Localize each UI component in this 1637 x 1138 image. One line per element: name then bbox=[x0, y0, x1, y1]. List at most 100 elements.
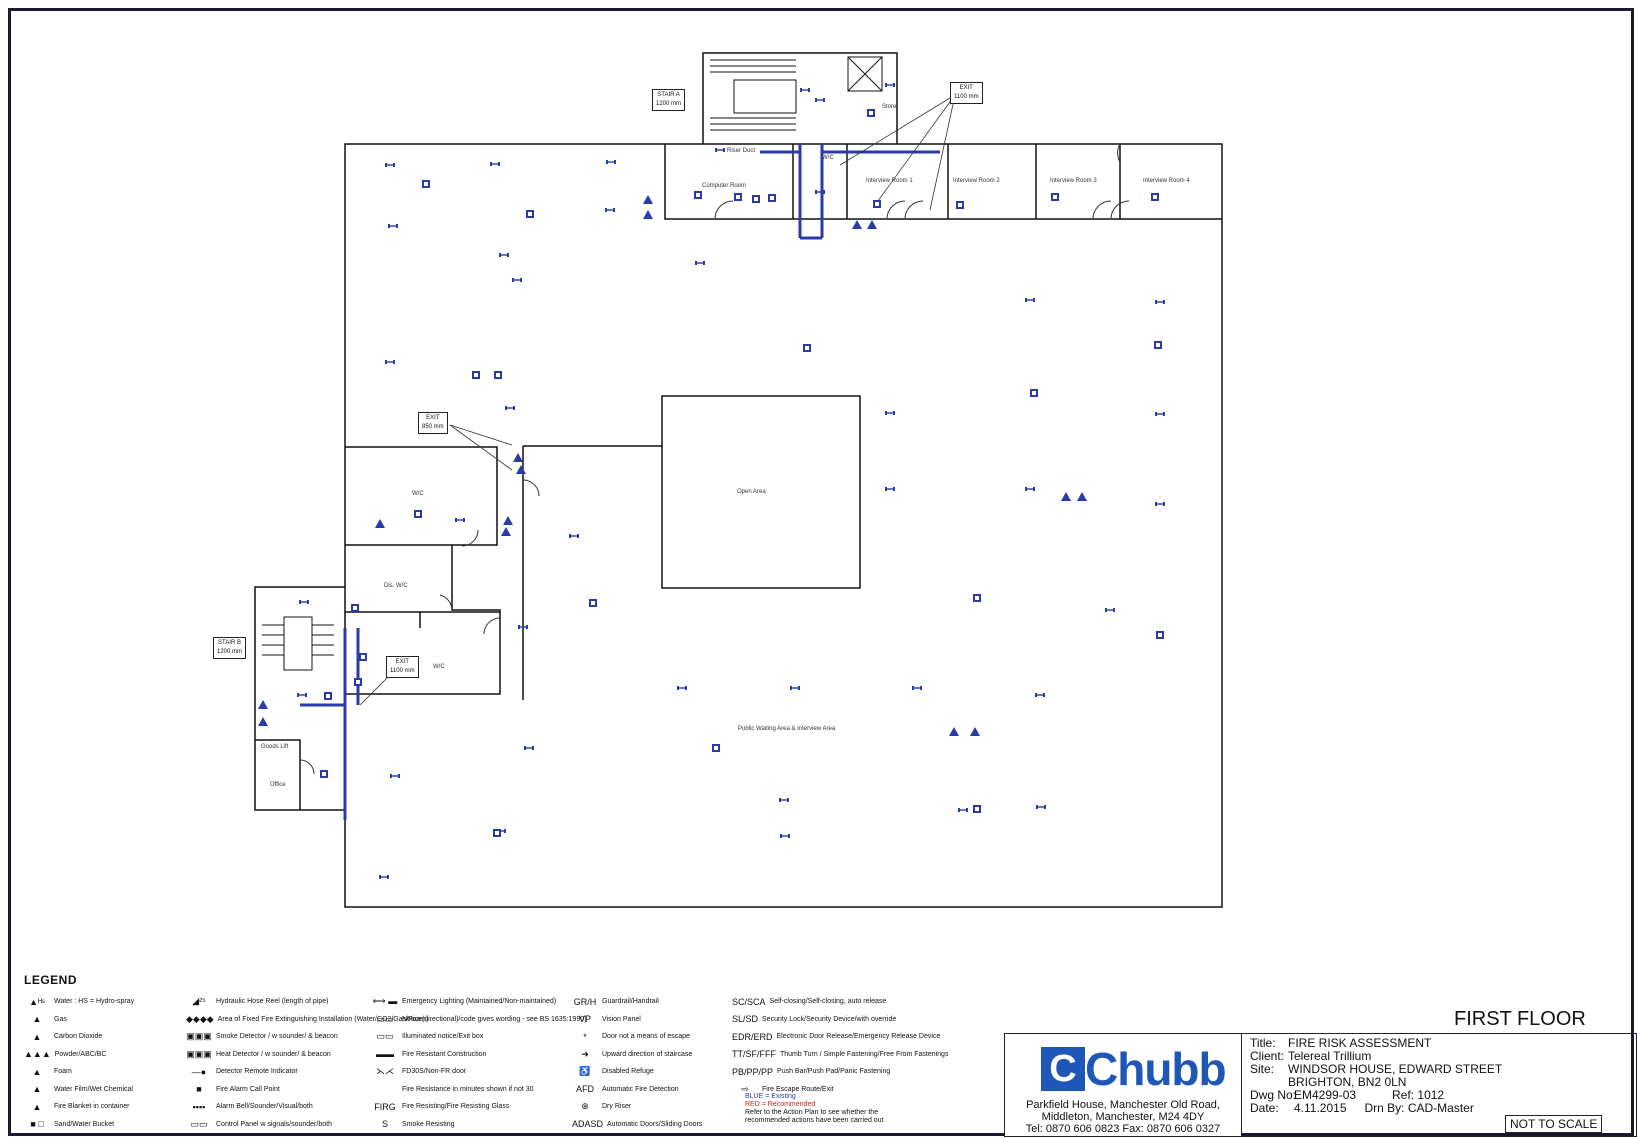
emergency-light-icon bbox=[385, 163, 395, 167]
extinguisher-icon bbox=[867, 220, 877, 229]
smoke-detector-icon bbox=[873, 200, 881, 208]
room-store: Store bbox=[882, 104, 897, 110]
emergency-light-icon bbox=[569, 534, 579, 538]
legend-text: Door not a means of escape bbox=[602, 1033, 690, 1041]
smoke-detector-icon bbox=[1151, 193, 1159, 201]
client-key: Client: bbox=[1250, 1049, 1285, 1063]
legend-item: ▲Gas bbox=[24, 1011, 134, 1029]
legend-symbol-icon: ▲ bbox=[32, 1014, 42, 1025]
emergency-light-icon bbox=[815, 190, 825, 194]
smoke-detector-icon bbox=[422, 180, 430, 188]
chubb-logo: C Chubb bbox=[1041, 1043, 1227, 1095]
legend-symbol-icon: ▲ bbox=[32, 1066, 42, 1077]
smoke-detector-icon bbox=[803, 344, 811, 352]
legend-symbol-icon: ▬▬ bbox=[376, 1049, 394, 1060]
legend-item: ▲Carbon Dioxide bbox=[24, 1028, 134, 1046]
stair-a-name: STAIR A bbox=[657, 92, 680, 98]
legend-text: Foam bbox=[54, 1068, 72, 1076]
legend-text: Fire Resistant Construction bbox=[402, 1050, 487, 1058]
ref-value: Ref: 1012 bbox=[1392, 1088, 1445, 1102]
legend-symbol-icon: —● bbox=[191, 1066, 207, 1077]
legend-item: ■Fire Alarm Call Point bbox=[186, 1081, 428, 1099]
room-riser: Riser Duct bbox=[727, 148, 756, 154]
emergency-light-icon bbox=[490, 162, 500, 166]
legend-item: ⊕Dry Riser bbox=[572, 1098, 702, 1116]
legend-text: Disabled Refuge bbox=[602, 1068, 654, 1076]
exit-lower-label: EXIT 1100 mm bbox=[386, 656, 419, 678]
title-block: Title:FIRE RISK ASSESSMENT Client:Telere… bbox=[1242, 1033, 1637, 1137]
extinguisher-icon bbox=[375, 519, 385, 528]
legend-symbol-icon: ■ □ bbox=[30, 1119, 44, 1130]
stair-a-width: 1200 mm bbox=[656, 101, 682, 107]
legend-text: Alarm Bell/Sounder/Visual/both bbox=[216, 1103, 313, 1111]
legend-text: Self-closing/Self-closing, auto release bbox=[769, 998, 887, 1006]
legend-text: Fire Alarm Call Point bbox=[216, 1085, 280, 1093]
emergency-light-icon bbox=[499, 253, 509, 257]
legend-symbol-icon: S bbox=[381, 1119, 388, 1130]
legend-symbol-icon: ⟷ ▬ bbox=[372, 996, 398, 1007]
title-value: FIRE RISK ASSESSMENT bbox=[1288, 1036, 1432, 1050]
legend-symbol-icon: SL/SD bbox=[732, 1014, 759, 1025]
legend-item: ⟷ ▬Emergency Lighting (Maintained/Non-ma… bbox=[372, 993, 586, 1011]
emergency-light-icon bbox=[790, 686, 800, 690]
smoke-detector-icon bbox=[712, 744, 720, 752]
room-interview-4: Interview Room 4 bbox=[1143, 178, 1190, 184]
legend-symbol-icon: ▭▭ bbox=[376, 1013, 394, 1024]
room-wc-mid: W/C bbox=[433, 664, 445, 670]
smoke-detector-icon bbox=[1051, 193, 1059, 201]
site-value-2: BRIGHTON, BN2 0LN bbox=[1288, 1075, 1407, 1089]
emergency-light-icon bbox=[779, 798, 789, 802]
door-swings bbox=[299, 143, 1130, 775]
stair-b-label: STAIR B 1200 mm bbox=[213, 637, 247, 659]
legend-text: Fire Resisting/Fire Resisting Glass bbox=[402, 1103, 510, 1111]
legend-text: Illuminated notice/Exit box bbox=[402, 1033, 484, 1041]
legend-text: Guardrail/Handrail bbox=[602, 998, 659, 1006]
smoke-detector-icon bbox=[354, 678, 362, 686]
emergency-light-icon bbox=[1025, 487, 1035, 491]
legend-symbol-icon: ▲ bbox=[32, 1101, 42, 1112]
legend-item: ♿Disabled Refuge bbox=[572, 1063, 702, 1081]
legend-item: ▲Fire Blanket in container bbox=[24, 1098, 134, 1116]
legend-item: ▪▪▪▪Alarm Bell/Sounder/Visual/both bbox=[186, 1098, 428, 1116]
emergency-light-icon bbox=[605, 208, 615, 212]
exit-upper-label: EXIT 1100 mm bbox=[950, 82, 983, 104]
exit-upper-width: 1100 mm bbox=[954, 94, 979, 100]
logo-wordmark: Chubb bbox=[1085, 1043, 1227, 1095]
extinguisher-icon bbox=[643, 210, 653, 219]
legend-symbol-icon: ◆◆◆◆ bbox=[186, 1013, 214, 1024]
legend-text: Dry Riser bbox=[602, 1103, 632, 1111]
legend-symbol-icon: ⋋⋌ bbox=[376, 1066, 394, 1077]
room-interview-3: Interview Room 3 bbox=[1050, 178, 1097, 184]
legend-text: Fire Resistance in minutes shown if not … bbox=[402, 1085, 534, 1093]
legend-symbol-icon: ▣▣▣ bbox=[186, 1048, 212, 1059]
site-value-1: WINDSOR HOUSE, EDWARD STREET bbox=[1288, 1062, 1503, 1076]
site-row: Site:WINDSOR HOUSE, EDWARD STREET bbox=[1250, 1063, 1502, 1076]
smoke-detector-icon bbox=[734, 193, 742, 201]
room-goods-lift: Goods Lift bbox=[261, 744, 289, 750]
legend-text: Fire Escape Route/Exit bbox=[762, 1085, 834, 1093]
legend-item: ▭▭Illuminated notice/Exit box bbox=[372, 1028, 586, 1046]
legend-text: FD30S/Non-FR door bbox=[402, 1068, 467, 1076]
smoke-detector-icon bbox=[472, 371, 480, 379]
legend-symbol-icon: VP bbox=[578, 1014, 591, 1025]
extinguisher-icon bbox=[516, 465, 526, 474]
exit-lower-text: EXIT bbox=[395, 659, 409, 665]
legend-text: Electronic Door Release/Emergency Releas… bbox=[776, 1033, 941, 1041]
smoke-detector-icon bbox=[414, 510, 422, 518]
room-computer: Computer Room bbox=[702, 183, 747, 189]
legend-symbol-icon: ▲▲▲ bbox=[24, 1049, 51, 1060]
exit-left-width: 850 mm bbox=[422, 424, 444, 430]
emergency-light-icon bbox=[677, 686, 687, 690]
extinguisher-icon bbox=[258, 717, 268, 726]
